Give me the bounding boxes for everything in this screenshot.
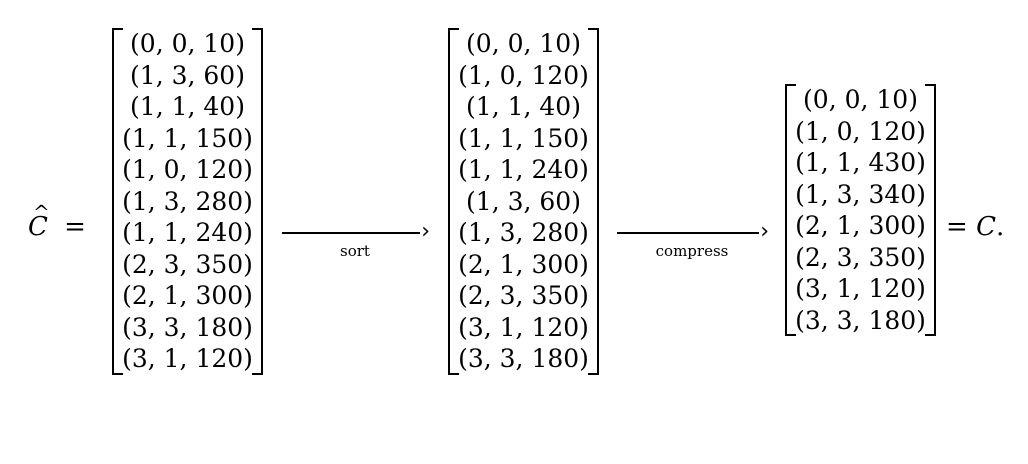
matrix-row: (3, 3, 180) [795, 305, 926, 335]
matrix-row: (1, 1, 150) [122, 123, 253, 153]
matrix-row: (1, 1, 240) [458, 155, 589, 184]
matrix-row: (3, 3, 180) [122, 312, 253, 342]
matrix-row: (1, 1, 430) [795, 148, 926, 177]
arrow-shaft [617, 232, 759, 234]
matrix-row: (1, 1, 40) [130, 92, 245, 121]
arrow-right-icon: › [760, 219, 769, 244]
rhs-equals-sign: = [946, 212, 968, 242]
matrix-row: (1, 3, 280) [122, 186, 253, 216]
left-bracket [448, 28, 459, 375]
sort-arrow: › sort [282, 219, 430, 260]
right-bracket [925, 84, 936, 336]
c-symbol: C [976, 212, 996, 242]
left-bracket [112, 28, 123, 375]
right-bracket [588, 28, 599, 375]
compress-label: compress [655, 242, 729, 260]
c-symbol: C [28, 212, 48, 242]
matrix-compressed: (0, 0, 10) (1, 0, 120) (1, 1, 430) (1, 3… [785, 84, 936, 336]
matrix-row: (1, 1, 240) [122, 218, 253, 247]
matrix-row: (1, 0, 120) [122, 155, 253, 184]
matrix-row: (1, 0, 120) [458, 60, 589, 90]
matrix-row: (3, 3, 180) [458, 344, 589, 373]
lhs-expression: ^ C = [28, 200, 86, 242]
matrix-row: (2, 1, 300) [122, 281, 253, 310]
sort-label: sort [340, 242, 370, 260]
matrix-row: (3, 1, 120) [122, 344, 253, 373]
arrow-right-icon: › [421, 219, 430, 244]
matrix-row: (1, 3, 60) [466, 186, 581, 216]
matrix-row: (2, 3, 350) [122, 249, 253, 279]
matrix-row: (2, 3, 350) [795, 242, 926, 272]
matrix-row: (1, 3, 60) [130, 60, 245, 90]
matrix-row: (1, 0, 120) [795, 116, 926, 146]
matrix-row: (3, 1, 120) [795, 274, 926, 303]
matrix-row: (2, 1, 300) [458, 249, 589, 279]
left-bracket [785, 84, 796, 336]
matrix-row: (0, 0, 10) [130, 29, 245, 58]
matrix-row: (2, 3, 350) [458, 281, 589, 310]
matrix-sorted: (0, 0, 10) (1, 0, 120) (1, 1, 40) (1, 1,… [448, 28, 599, 375]
compress-arrow: › compress [617, 219, 769, 260]
matrix-row: (2, 1, 300) [795, 211, 926, 240]
matrix-row: (3, 1, 120) [458, 312, 589, 342]
matrix-row: (1, 1, 150) [458, 123, 589, 153]
hat-accent: ^ [33, 200, 50, 224]
arrow-shaft [282, 232, 420, 234]
matrix-row: (1, 3, 340) [795, 179, 926, 209]
matrix-row: (1, 1, 40) [466, 92, 581, 121]
lhs-equals-sign: = [64, 212, 86, 242]
c-hat-symbol: ^ C [28, 200, 50, 242]
matrix-before-sort: (0, 0, 10) (1, 3, 60) (1, 1, 40) (1, 1, … [112, 28, 263, 375]
matrix-row: (0, 0, 10) [466, 29, 581, 58]
matrix-row: (1, 3, 280) [458, 218, 589, 247]
period: . [995, 212, 1005, 242]
matrix-row: (0, 0, 10) [803, 85, 918, 114]
right-bracket [252, 28, 263, 375]
rhs-expression: = C. [946, 212, 1004, 242]
